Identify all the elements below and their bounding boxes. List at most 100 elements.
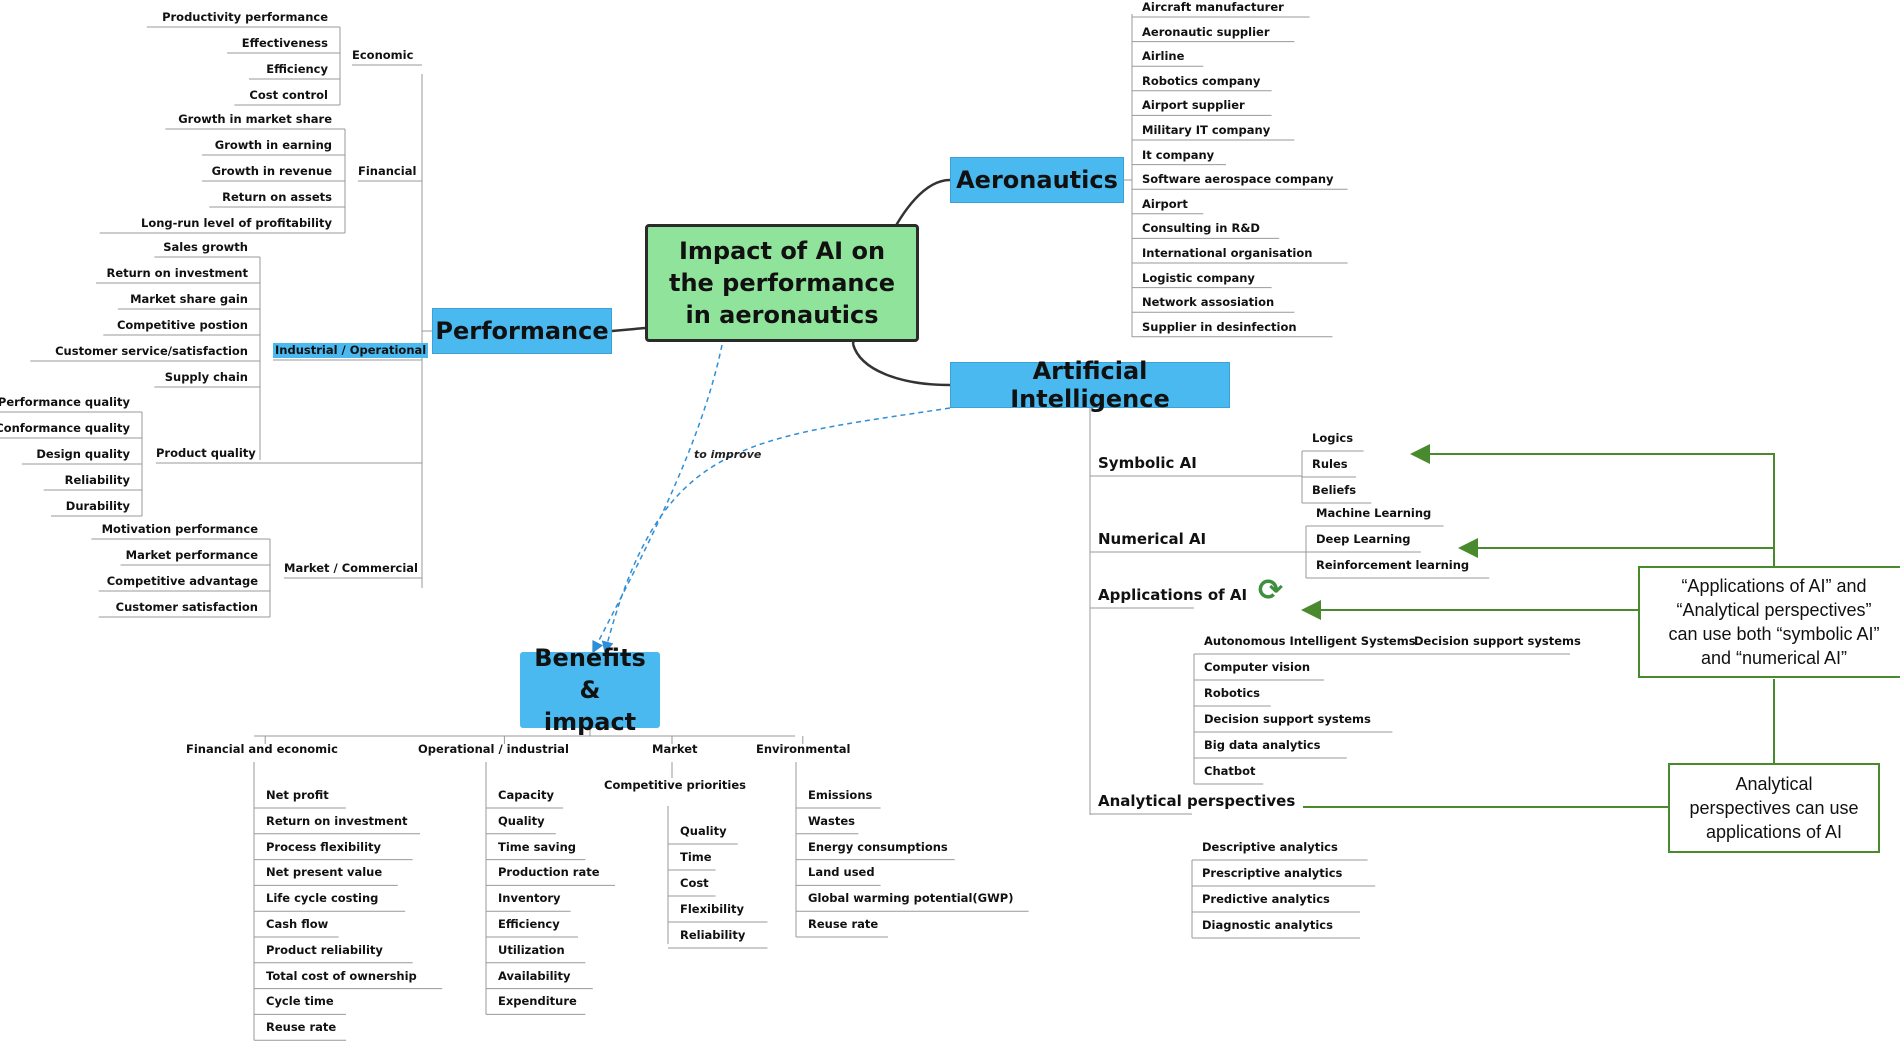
benefits-item-energy-consumptions-2[interactable]: Energy consumptions [808,839,948,854]
benefits-item-utilization-6[interactable]: Utilization [498,942,565,957]
aeronautics-item-software-aerospace-company[interactable]: Software aerospace company [1142,172,1334,187]
performance-item-growth-in-market-share[interactable]: Growth in market share [178,112,332,126]
ai-item-descriptive-analytics[interactable]: Descriptive analytics [1202,840,1338,854]
benefits-item-life-cycle-costing-4[interactable]: Life cycle costing [266,891,379,906]
benefits-item-net-profit-0[interactable]: Net profit [266,788,329,802]
benefits-item-land-used-3[interactable]: Land used [808,865,875,880]
performance-item-reliability[interactable]: Reliability [64,473,130,487]
performance-item-long-run-level-of-profitability[interactable]: Long-run level of profitability [141,216,332,230]
ai-item-beliefs[interactable]: Beliefs [1312,483,1357,497]
benefits-subgroup-competitive-priorities[interactable]: Competitive priorities [604,778,746,792]
performance-group-economic[interactable]: Economic [352,48,414,62]
performance-item-growth-in-earning[interactable]: Growth in earning [214,138,332,152]
ai-item-autonomous-intelligent-systems[interactable]: Autonomous Intelligent Systems [1204,634,1416,648]
performance-item-conformance-quality[interactable]: Conformance quality [0,421,130,435]
aeronautics-item-airport[interactable]: Airport [1142,196,1188,211]
benefits-group-market[interactable]: Market [652,742,698,756]
performance-topic[interactable]: Performance [432,308,612,354]
benefits-item-efficiency-5[interactable]: Efficiency [498,917,560,931]
ai-item-robotics[interactable]: Robotics [1204,686,1260,700]
performance-item-growth-in-revenue[interactable]: Growth in revenue [211,164,332,178]
benefits-item-market-flexibility[interactable]: Flexibility [680,902,745,916]
ai-item-logics[interactable]: Logics [1312,431,1354,445]
performance-item-design-quality[interactable]: Design quality [36,447,130,461]
aeronautics-item-aeronautic-supplier[interactable]: Aeronautic supplier [1142,24,1270,39]
ai-item-machine-learning[interactable]: Machine Learning [1316,506,1432,520]
benefits-item-net-present-value-3[interactable]: Net present value [266,865,383,880]
aeronautics-topic[interactable]: Aeronautics [950,157,1124,203]
ai-item-reinforcement-learning[interactable]: Reinforcement learning [1316,558,1470,572]
ai-item-computer-vision[interactable]: Computer vision [1204,660,1311,674]
benefits-item-reuse-rate-9[interactable]: Reuse rate [266,1020,337,1035]
aeronautics-item-network-assosiation[interactable]: Network assosiation [1142,295,1275,310]
ai-item-chatbot[interactable]: Chatbot [1204,764,1256,778]
ai-item-diagnostic-analytics[interactable]: Diagnostic analytics [1202,918,1333,932]
aeronautics-item-military-it-company[interactable]: Military IT company [1142,123,1271,137]
performance-item-market-share-gain[interactable]: Market share gain [130,292,248,306]
performance-item-motivation-performance[interactable]: Motivation performance [101,522,258,536]
ai-topic[interactable]: Artificial Intelligence [950,357,1230,413]
benefits-item-return-on-investment-1[interactable]: Return on investment [266,813,408,828]
performance-item-supply-chain[interactable]: Supply chain [164,370,248,384]
performance-group-financial[interactable]: Financial [358,164,417,178]
ai-group-numerical-ai[interactable]: Numerical AI [1098,530,1207,548]
central-topic[interactable]: Impact of AI on the performance in aeron… [645,224,919,342]
performance-group-market-commercial[interactable]: Market / Commercial [284,561,418,575]
performance-item-customer-service-satisfaction[interactable]: Customer service/satisfaction [55,344,248,358]
benefits-item-emissions-0[interactable]: Emissions [808,788,873,802]
ai-item-prescriptive-analytics[interactable]: Prescriptive analytics [1202,866,1343,880]
benefits-item-cash-flow-5[interactable]: Cash flow [266,917,329,931]
aeronautics-item-airport-supplier[interactable]: Airport supplier [1142,98,1245,113]
aeronautics-item-it-company[interactable]: It company [1142,147,1215,162]
performance-item-durability[interactable]: Durability [65,499,130,513]
ai-group-applications-of-ai[interactable]: Applications of AI [1098,586,1248,604]
performance-item-competitive-postion[interactable]: Competitive postion [116,318,248,332]
performance-item-effectiveness[interactable]: Effectiveness [241,36,328,50]
aeronautics-item-logistic-company[interactable]: Logistic company [1142,270,1255,285]
aeronautics-item-international-organisation[interactable]: International organisation [1142,246,1313,260]
performance-item-sales-growth[interactable]: Sales growth [163,240,248,254]
performance-group-industrial-operational[interactable]: Industrial / Operational [273,343,429,358]
benefits-group-environmental[interactable]: Environmental [756,742,851,756]
aeronautics-item-supplier-in-desinfection[interactable]: Supplier in desinfection [1142,319,1297,334]
performance-group-product-quality[interactable]: Product quality [156,446,256,460]
ai-group-symbolic-ai[interactable]: Symbolic AI [1098,454,1197,472]
ai-item-big-data-analytics[interactable]: Big data analytics [1204,738,1321,752]
benefits-item-production-rate-3[interactable]: Production rate [498,865,600,880]
benefits-item-product-reliability-6[interactable]: Product reliability [266,942,383,957]
benefits-topic[interactable]: Benefits & impact [520,644,660,736]
ai-group-analytical-perspectives[interactable]: Analytical perspectives [1098,792,1296,810]
benefits-item-wastes-1[interactable]: Wastes [808,813,856,828]
benefits-item-market-time[interactable]: Time [680,850,712,864]
aeronautics-item-consulting-in-r-d[interactable]: Consulting in R&D [1142,221,1260,236]
performance-item-market-performance[interactable]: Market performance [125,548,258,562]
performance-item-return-on-assets[interactable]: Return on assets [222,190,332,204]
benefits-item-quality-1[interactable]: Quality [498,813,545,828]
benefits-item-expenditure-8[interactable]: Expenditure [498,994,577,1009]
ai-item-decision-support-systems-sub[interactable]: Decision support systems [1414,634,1581,648]
aeronautics-item-airline[interactable]: Airline [1142,49,1185,64]
performance-item-efficiency[interactable]: Efficiency [266,62,328,76]
benefits-group-financial-and-economic[interactable]: Financial and economic [186,742,338,756]
aeronautics-item-aircraft-manufacturer[interactable]: Aircraft manufacturer [1142,0,1284,14]
benefits-item-market-quality[interactable]: Quality [680,824,727,838]
benefits-item-capacity-0[interactable]: Capacity [498,788,554,802]
ai-item-deep-learning[interactable]: Deep Learning [1316,532,1411,546]
performance-item-return-on-investment[interactable]: Return on investment [106,266,248,280]
benefits-item-process-flexibility-2[interactable]: Process flexibility [266,839,382,854]
performance-item-performance-quality[interactable]: Performance quality [0,395,130,409]
benefits-item-time-saving-2[interactable]: Time saving [498,839,577,854]
benefits-item-cycle-time-8[interactable]: Cycle time [266,994,334,1009]
ai-item-predictive-analytics[interactable]: Predictive analytics [1202,892,1330,906]
benefits-item-total-cost-of-ownership-7[interactable]: Total cost of ownership [266,968,417,983]
performance-item-cost-control[interactable]: Cost control [249,88,328,102]
benefits-item-market-reliability[interactable]: Reliability [680,928,746,942]
benefits-item-availability-7[interactable]: Availability [498,968,571,983]
performance-item-productivity-performance[interactable]: Productivity performance [162,10,328,24]
performance-item-competitive-advantage[interactable]: Competitive advantage [106,574,258,588]
benefits-item-global-warming-potential-gwp-4[interactable]: Global warming potential(GWP) [808,891,1014,906]
ai-item-rules[interactable]: Rules [1312,457,1348,471]
aeronautics-item-robotics-company[interactable]: Robotics company [1142,73,1261,88]
performance-item-customer-satisfaction[interactable]: Customer satisfaction [115,600,258,614]
benefits-item-market-cost[interactable]: Cost [680,876,709,890]
